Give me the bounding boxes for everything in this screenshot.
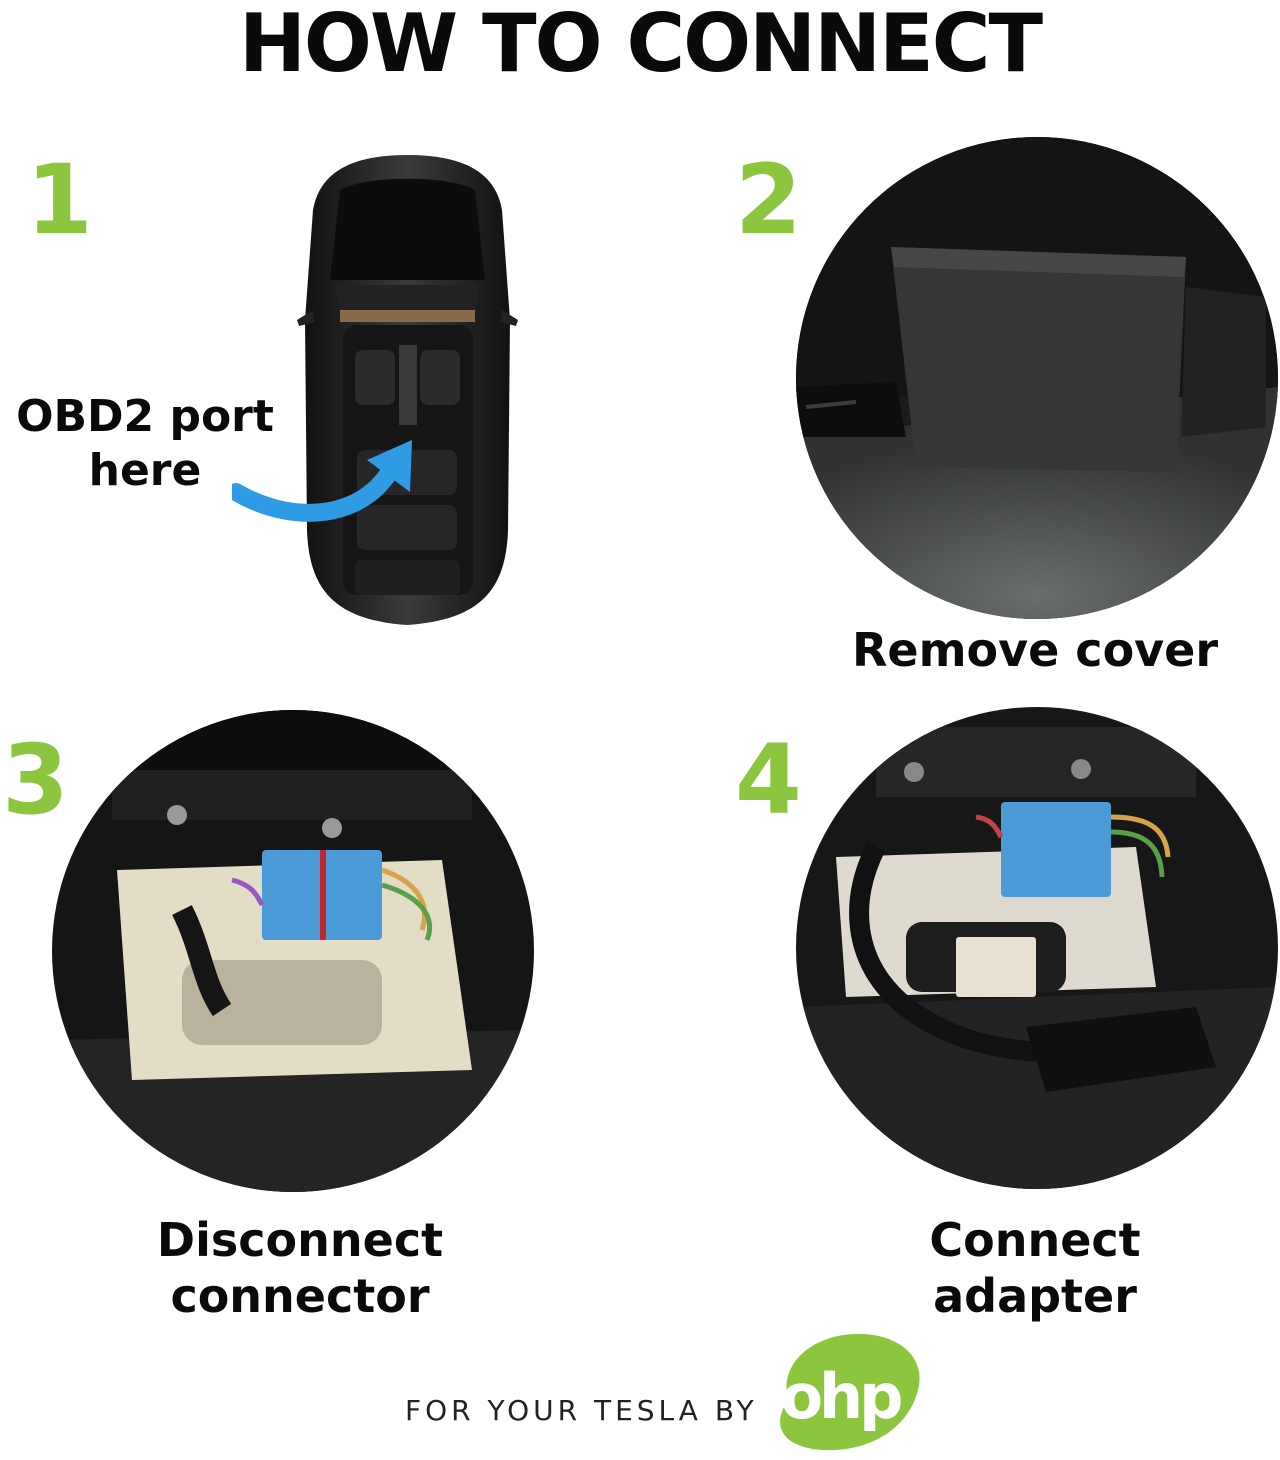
step-3-label: Disconnect connector (110, 1212, 490, 1324)
car-top-view-illustration (297, 155, 518, 625)
step-1-label-line1: OBD2 port (16, 391, 274, 442)
step-3-label-line2: connector (170, 1269, 430, 1323)
step-3-photo-disconnect-connector (52, 710, 534, 1192)
ohp-logo-text: ohp (780, 1360, 901, 1433)
footer-tagline: FOR YOUR TESLA BY (405, 1394, 758, 1427)
step-3-label-line1: Disconnect (156, 1213, 444, 1267)
step-1-car-illustration (295, 150, 520, 634)
step-4-label: Connect adapter (850, 1212, 1220, 1324)
curved-arrow-icon (227, 430, 432, 534)
step-2-label: Remove cover (851, 623, 1219, 677)
step-2-photo-remove-cover (796, 137, 1278, 619)
step-3-number: 3 (2, 724, 69, 836)
step-4-label-line1: Connect (929, 1213, 1141, 1267)
step-1-label: OBD2 port here (0, 390, 290, 498)
page-title: HOW TO CONNECT (238, 0, 1043, 90)
ohp-logo: ohp (758, 1330, 928, 1459)
step-4-label-line2: adapter (933, 1269, 1137, 1323)
step-4-number: 4 (735, 724, 802, 836)
step-4-photo-connect-adapter (796, 707, 1278, 1189)
step-1-number: 1 (26, 144, 93, 256)
step-2-number: 2 (735, 144, 802, 256)
step-1-label-line2: here (88, 445, 202, 496)
